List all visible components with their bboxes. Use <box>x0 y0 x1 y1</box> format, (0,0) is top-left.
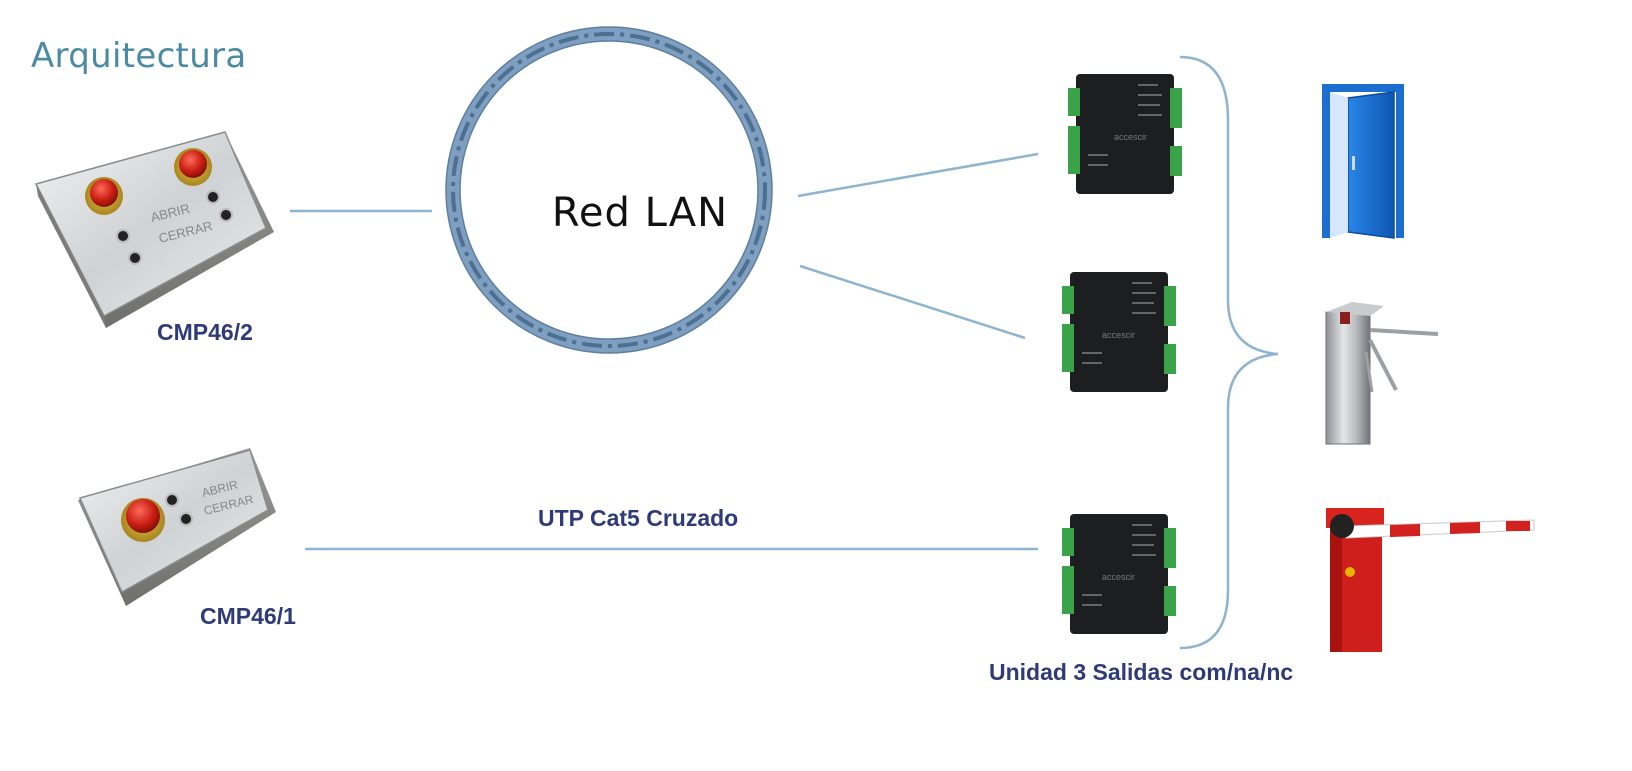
cmp46-1-label: CMP46/1 <box>200 603 296 629</box>
link-lan-unit1 <box>797 152 1039 198</box>
controller-unit-1-brand: accescir <box>1114 132 1147 142</box>
cmp46-2-label: CMP46/2 <box>157 319 253 345</box>
turnstile-icon <box>1325 302 1439 445</box>
controller-unit-3: accescir <box>1062 514 1176 634</box>
controller-unit-1: accescir <box>1068 74 1182 194</box>
cable-label: UTP Cat5 Cruzado <box>538 505 739 531</box>
connection-lines <box>290 152 1039 551</box>
lan-ring <box>445 26 773 354</box>
output-brace <box>1179 55 1279 650</box>
barrier-gate-icon <box>1326 508 1535 652</box>
lan-label: Red LAN <box>551 190 729 236</box>
controller-unit-2: accescir <box>1062 272 1176 392</box>
link-lan-unit2 <box>799 264 1026 340</box>
door-icon <box>1322 84 1404 239</box>
page-title: Arquitectura <box>31 36 247 76</box>
controller-unit-3-brand: accescir <box>1102 572 1135 582</box>
panel-cmp46-2-image: ABRIR CERRAR <box>34 131 274 328</box>
controller-unit-label: Unidad 3 Salidas com/na/nc <box>989 659 1294 685</box>
controller-unit-2-brand: accescir <box>1102 330 1135 340</box>
panel-cmp46-1-image: ABRIR CERRAR <box>78 448 276 606</box>
